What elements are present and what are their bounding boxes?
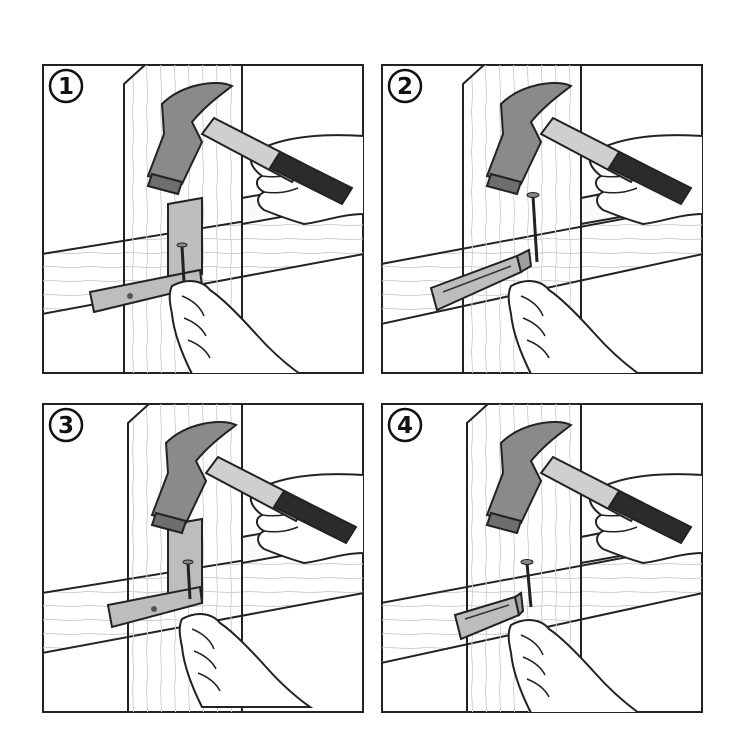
nail-icon	[520, 559, 534, 608]
step-number-badge	[387, 68, 423, 104]
bracket-icon	[429, 248, 533, 312]
nail-icon	[176, 242, 188, 283]
step-number-badge	[48, 68, 84, 104]
step-number: 2	[397, 74, 413, 100]
step-panel-4: 4	[381, 403, 703, 713]
step-number: 1	[58, 74, 74, 100]
bracket-icon	[453, 591, 525, 641]
step-panel-1: 1	[42, 64, 364, 374]
step-panel-3: 3	[42, 403, 364, 713]
step-number-badge	[48, 407, 84, 443]
step-number-badge	[387, 407, 423, 443]
step-number: 4	[397, 413, 413, 439]
nail-icon	[526, 192, 540, 263]
step-panel-2: 2	[381, 64, 703, 374]
nail-icon	[182, 559, 194, 600]
step-number: 3	[58, 413, 74, 439]
bracket-icon	[88, 196, 204, 314]
